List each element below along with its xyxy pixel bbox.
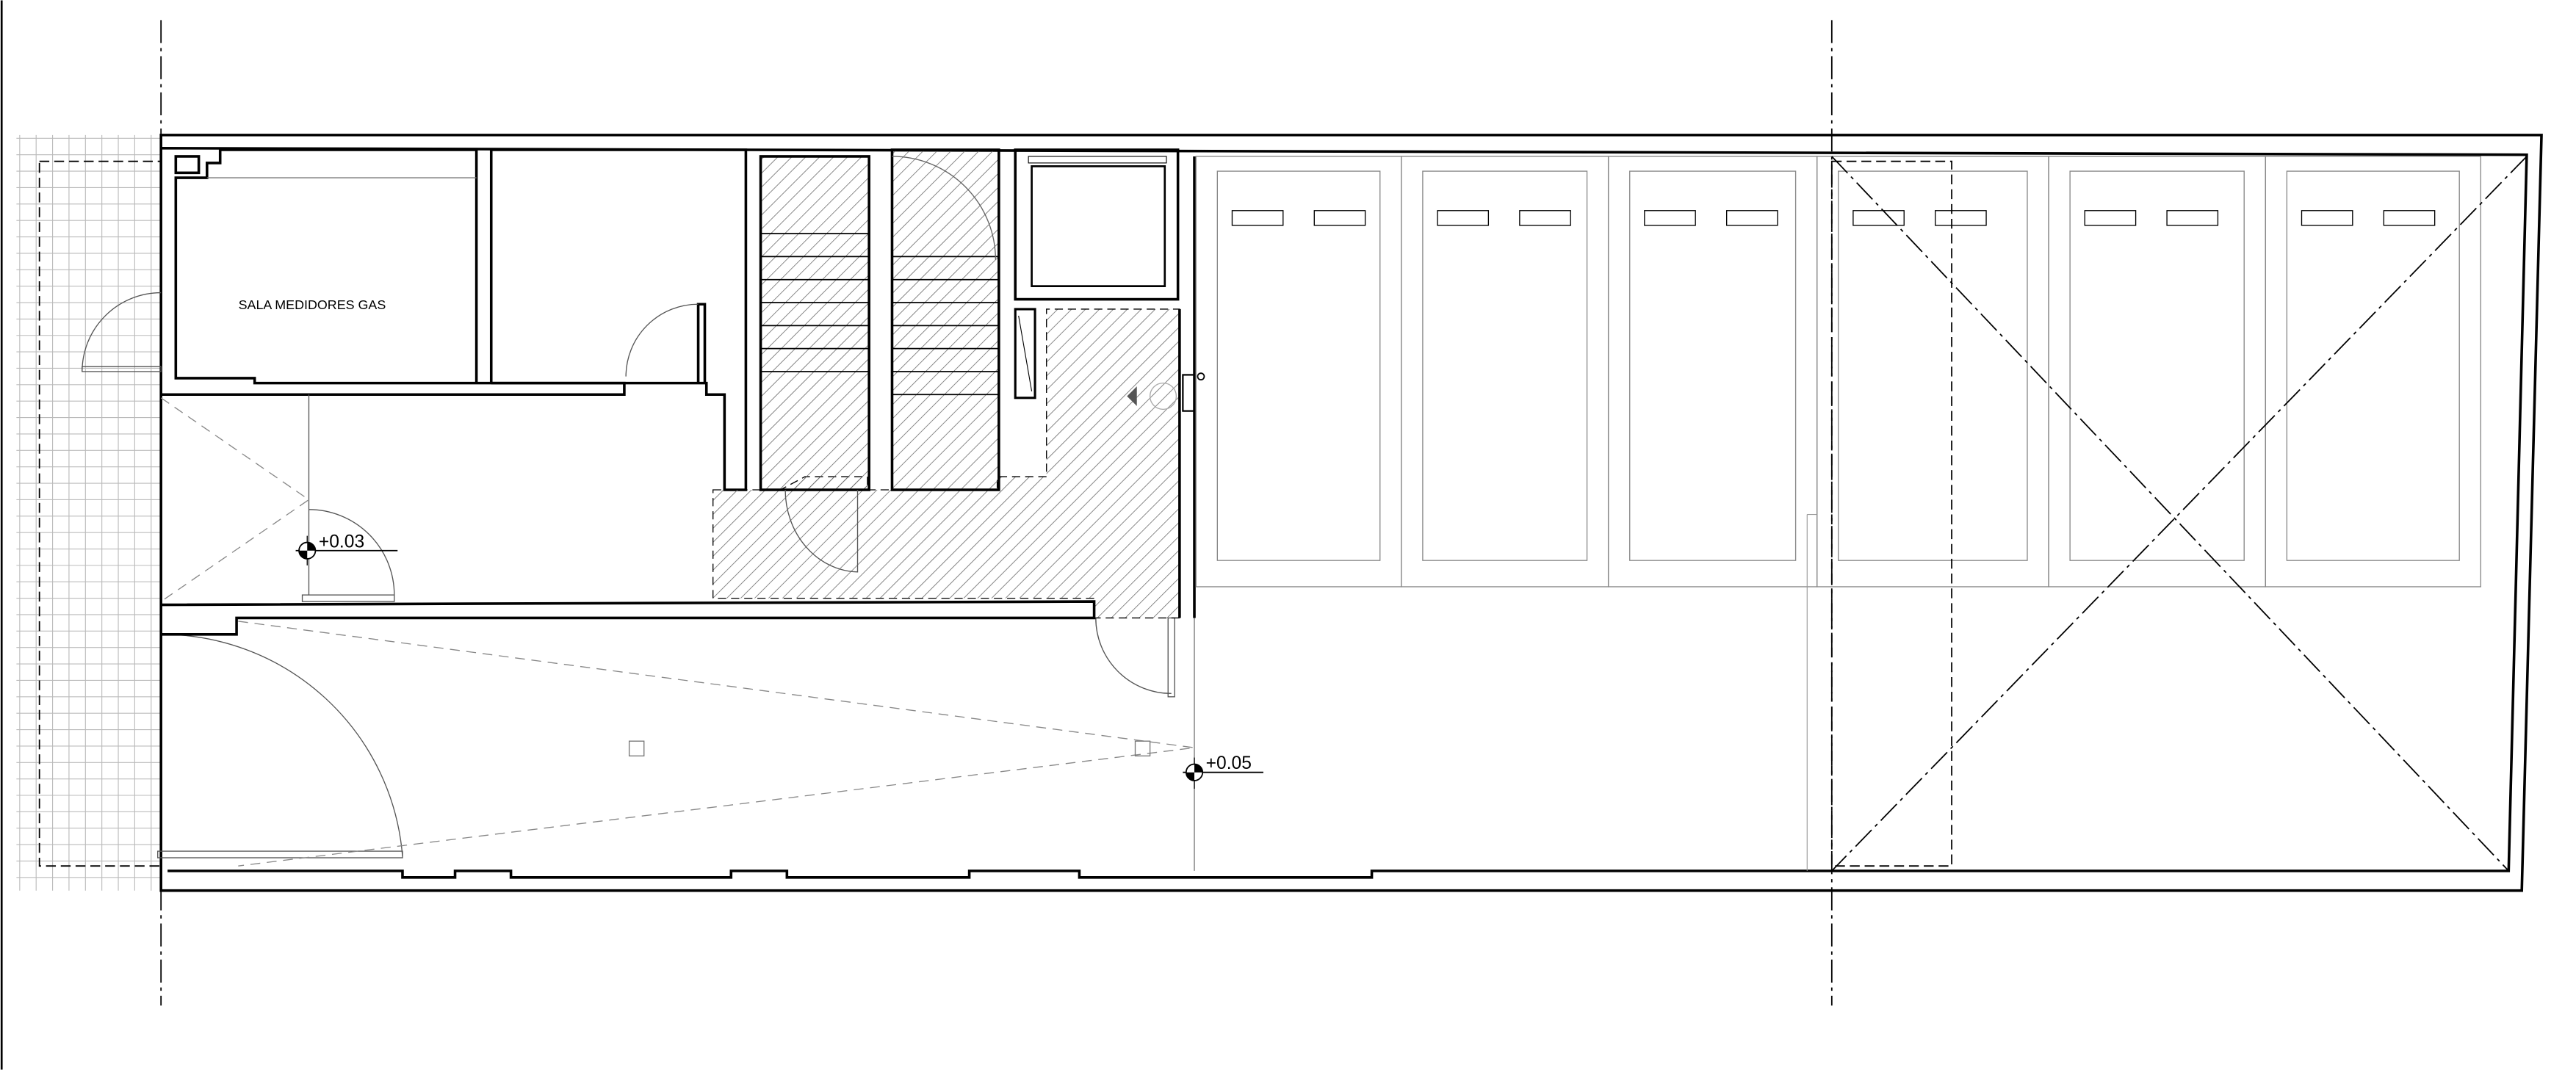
parking-space-car-outline <box>2069 170 2245 561</box>
stair-2 <box>890 148 1000 491</box>
exterior-walls <box>159 134 2543 892</box>
parking-space-car-outline <box>1216 170 1381 561</box>
wheel-stop <box>1437 210 1490 226</box>
parking-space-car-outline <box>1629 170 1797 561</box>
ramp-dashed-outline <box>1830 160 1952 867</box>
column-marker-icon <box>1149 382 1177 411</box>
parking-space <box>1607 156 1818 588</box>
wheel-stop <box>1313 210 1366 226</box>
elevator-shaft <box>1014 148 1180 400</box>
parking-space-car-outline <box>1422 170 1588 561</box>
parking-space <box>2048 156 2266 588</box>
door-swings <box>82 292 1175 858</box>
wheel-stop <box>1852 210 1905 226</box>
parking-spaces <box>1195 156 2481 588</box>
structural-void-x <box>1831 156 2528 872</box>
drain-icon <box>628 740 645 756</box>
void-diagonals <box>160 397 1195 867</box>
wheel-stop <box>2301 210 2353 226</box>
level-label-entrance: +0.03 <box>319 532 364 552</box>
stair-door-swing <box>784 489 859 573</box>
fire-hose-cabinet-icon <box>1182 374 1196 412</box>
wheel-stop <box>1231 210 1284 226</box>
corridor-wall <box>161 600 1096 636</box>
wheel-stop <box>2166 210 2219 226</box>
level-marker-entrance: +0.03 <box>295 532 398 565</box>
wheel-stop <box>2084 210 2137 226</box>
level-marker-garage: +0.05 <box>1183 753 1263 789</box>
room-label-gas-meters: SALA MEDIDORES GAS <box>239 297 386 312</box>
wheel-stop <box>1644 210 1696 226</box>
elevator-arrow-icon <box>1127 386 1137 406</box>
wheel-stop <box>1935 210 1987 226</box>
wheel-stop <box>1726 210 1778 226</box>
parking-space-car-outline <box>1838 170 2028 561</box>
stair-1 <box>759 155 870 491</box>
wheel-stop <box>2383 210 2436 226</box>
parking-space-car-outline <box>2286 170 2460 561</box>
gas-meter-room <box>161 148 748 491</box>
parking-space <box>1401 156 1609 588</box>
wheel-stop <box>1519 210 1571 226</box>
parking-space <box>1195 156 1402 588</box>
drain-icon <box>1134 740 1151 756</box>
parking-space <box>2265 156 2481 588</box>
parking-space <box>1816 156 2049 588</box>
level-label-garage: +0.05 <box>1206 753 1252 773</box>
sidewalk-grid <box>16 134 162 891</box>
sidewalk-dashed-outline <box>38 160 162 867</box>
